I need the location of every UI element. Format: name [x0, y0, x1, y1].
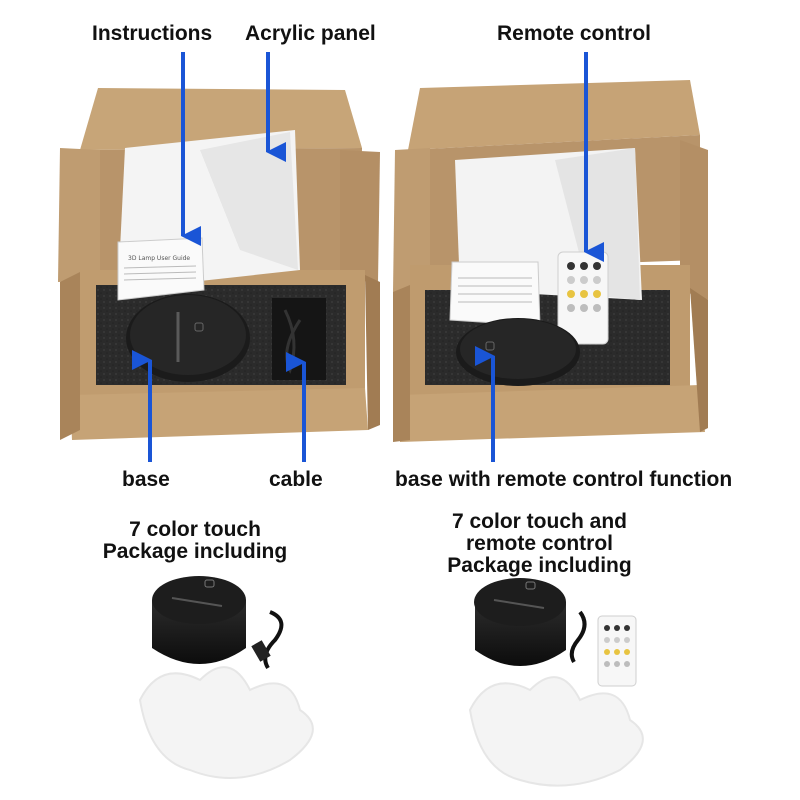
acrylic-panel	[138, 666, 314, 779]
label-acrylic-panel: Acrylic panel	[245, 22, 376, 45]
caption-right-line3: Package including	[447, 554, 632, 577]
remote-control-small	[597, 615, 637, 687]
package-right	[468, 578, 644, 787]
caption-left: 7 color touch Package including	[90, 519, 300, 563]
caption-right-line1: 7 color touch and	[451, 510, 627, 533]
label-instructions: Instructions	[92, 22, 213, 45]
label-cable: cable	[269, 468, 323, 491]
right-box	[393, 80, 708, 442]
manual-title: 3D Lamp User Guide	[128, 255, 190, 262]
left-box: 3D Lamp User Guide	[58, 88, 380, 440]
annotation-arrows	[132, 52, 604, 462]
acrylic-panel-right	[468, 676, 644, 787]
cable-pocket	[272, 298, 326, 380]
instruction-manual	[117, 237, 205, 301]
caption-left-line2: Package including	[102, 540, 288, 563]
remote-control	[557, 251, 609, 345]
usb-cable-right	[569, 610, 587, 664]
usb-cable	[263, 610, 284, 670]
label-base-remote: base with remote control function	[395, 468, 733, 491]
label-remote-control: Remote control	[497, 22, 652, 45]
label-base: base	[122, 468, 170, 491]
caption-right-line2: remote control	[465, 532, 614, 555]
caption-right: 7 color touch and remote control Package…	[432, 511, 647, 577]
box-lid-right	[408, 80, 700, 150]
package-left	[138, 576, 314, 779]
caption-left-line1: 7 color touch	[129, 518, 261, 541]
